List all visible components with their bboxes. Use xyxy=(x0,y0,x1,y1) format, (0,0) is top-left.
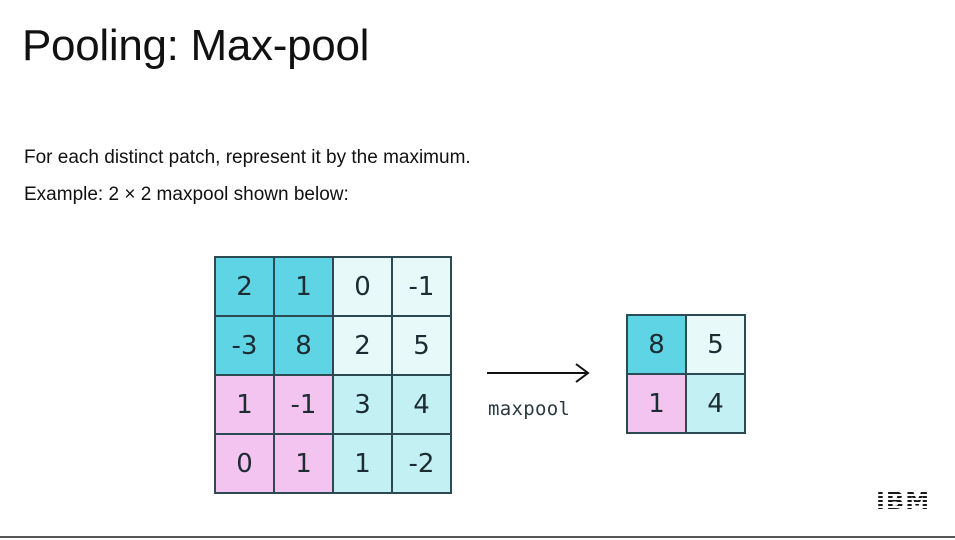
bottom-divider xyxy=(0,536,955,538)
output-cell: 5 xyxy=(687,316,744,373)
input-cell: 2 xyxy=(334,317,391,374)
input-cell: -1 xyxy=(275,376,332,433)
slide-title: Pooling: Max-pool xyxy=(22,21,370,70)
input-cell: 5 xyxy=(393,317,450,374)
input-cell: 2 xyxy=(216,258,273,315)
example-line: Example: 2 × 2 maxpool shown below: xyxy=(24,184,349,205)
input-cell: 0 xyxy=(216,435,273,492)
operation-label: maxpool xyxy=(488,398,571,420)
input-cell: 8 xyxy=(275,317,332,374)
input-cell: -2 xyxy=(393,435,450,492)
input-cell: 0 xyxy=(334,258,391,315)
input-cell: 4 xyxy=(393,376,450,433)
input-cell: -1 xyxy=(393,258,450,315)
output-cell: 4 xyxy=(687,375,744,432)
input-cell: 3 xyxy=(334,376,391,433)
input-cell: -3 xyxy=(216,317,273,374)
input-cell: 1 xyxy=(275,258,332,315)
input-cell: 1 xyxy=(334,435,391,492)
output-cell: 1 xyxy=(628,375,685,432)
right-arrow-icon xyxy=(487,363,590,383)
input-cell: 1 xyxy=(275,435,332,492)
output-cell: 8 xyxy=(628,316,685,373)
ibm-logo: IBM xyxy=(876,487,931,515)
input-cell: 1 xyxy=(216,376,273,433)
description-line: For each distinct patch, represent it by… xyxy=(24,147,471,168)
